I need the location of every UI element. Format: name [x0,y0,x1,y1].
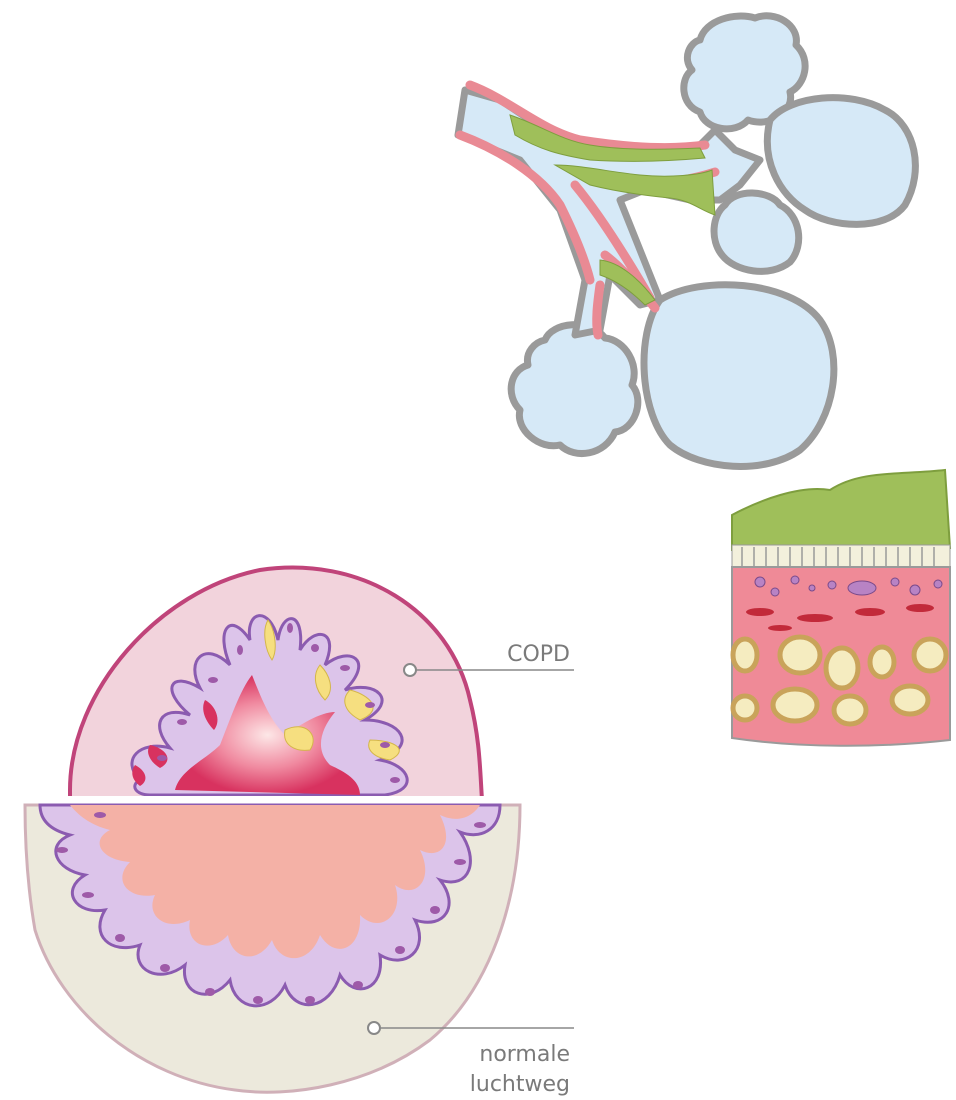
mucus-layer [732,470,950,550]
normal-airway-label: normale luchtweg [410,1040,570,1100]
tissue-section [732,470,950,746]
alveolus-right-small [714,193,799,271]
alveolus-right-large [767,98,915,225]
alveolus-bottom-left [511,325,638,454]
alveolar-sacs [458,16,915,467]
copd-label: COPD [470,640,570,670]
alveolus-bottom-large [644,285,834,467]
copd-airway [70,568,482,800]
alveoli-diagram [458,16,915,467]
normal-airway-label-line1: normale [410,1040,570,1070]
ciliated-epithelium [732,545,950,567]
normal-airway-label-line2: luchtweg [410,1070,570,1100]
